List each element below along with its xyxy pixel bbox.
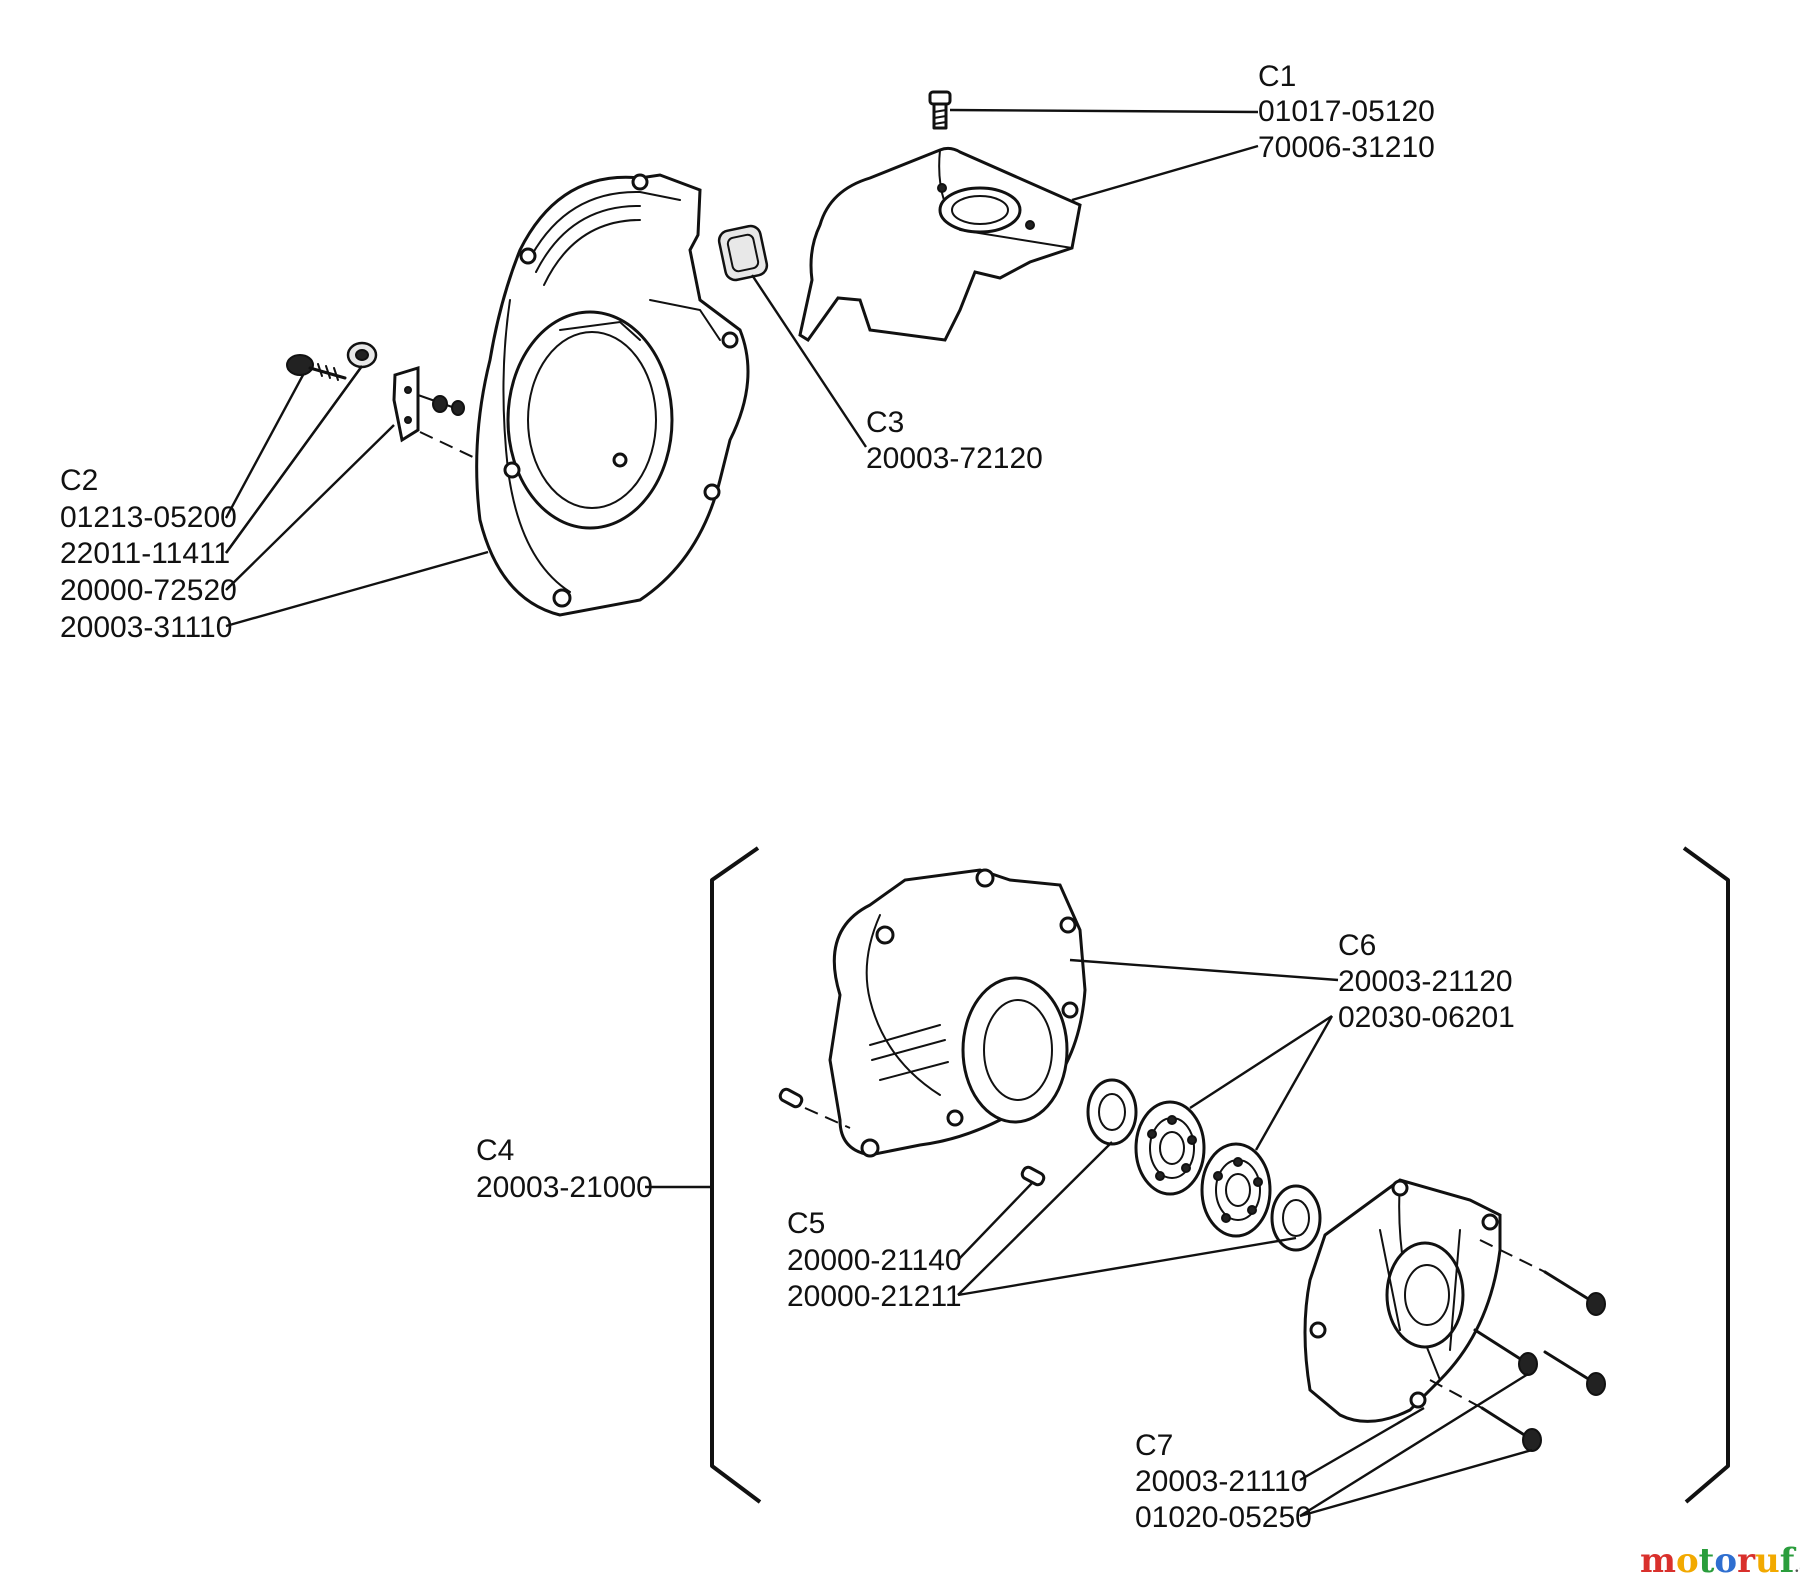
leader-lines [224,108,1533,1518]
screw-c2-icon [286,354,347,381]
callout-c7-part-1: 20003-21110 [1135,1465,1307,1498]
logo-letter: f [1780,1541,1797,1581]
ball-bearing-2-icon [1200,1142,1272,1238]
logo-letter: r [1737,1541,1756,1581]
callout-c2-part-4: 20003-31110 [60,611,232,644]
callout-c3-part-1: 20003-72120 [866,442,1043,475]
callout-c6-code: C6 [1338,929,1376,962]
oil-seal-icon [1086,1078,1138,1146]
logo-letter: o [1676,1541,1699,1581]
axis-line-c7a [1479,1239,1546,1273]
callout-c5-part-1: 20000-21140 [787,1244,962,1277]
callout-c7-part-2: 01020-05250 [1135,1501,1312,1534]
callout-c1-part-2: 70006-31210 [1258,131,1435,164]
fan-housing-icon [475,173,750,617]
ball-bearing-icon [1134,1100,1206,1196]
crankcase-half-icon [828,868,1087,1158]
callout-c5-code: C5 [787,1207,825,1240]
callout-c2-part-1: 01213-05200 [60,501,237,534]
axis-line-c2 [419,431,476,459]
logo-letter: o [1714,1541,1737,1581]
axis-line-c7b [1429,1379,1483,1409]
callout-c6-part-1: 20003-21120 [1338,965,1513,998]
callout-c3-code: C3 [866,406,904,439]
dowel-pin-icon [778,1087,1046,1187]
axis-line-pin [804,1107,851,1129]
bolt-c1-icon [928,90,952,130]
logo-letter: m [1640,1541,1676,1581]
bracket-c2-icon [392,365,465,443]
rubber-pad-icon [717,224,769,282]
motoruf-logo: motoruf.de [1640,1541,1800,1581]
screw-c7-icon [1473,1270,1606,1452]
callout-c1-part-1: 01017-05120 [1258,95,1435,128]
callout-c2-part-3: 20000-72520 [60,574,237,607]
callout-c4-code: C4 [476,1134,514,1167]
group-bracket-right [1682,846,1730,1504]
nut-c2-icon [346,341,378,369]
logo-letter: u [1755,1541,1780,1581]
logo-letter: t [1699,1541,1715,1581]
callout-c2-part-2: 22011-11411 [60,537,230,570]
crankcase-cover-icon [1303,1178,1502,1423]
svg-text:motoruf.de: motoruf.de [1640,1541,1800,1581]
oil-seal-2-icon [1270,1184,1322,1252]
callout-c7-code: C7 [1135,1429,1173,1462]
cylinder-shroud-icon [798,146,1082,343]
group-bracket-left [710,846,762,1504]
callout-c1-code: C1 [1258,60,1296,93]
callout-c4-part-1: 20003-21000 [476,1171,653,1204]
callout-c2-code: C2 [60,464,98,497]
callout-c5-part-2: 20000-21211 [787,1280,962,1313]
logo-suffix: .de [1794,1560,1800,1576]
callout-c6-part-2: 02030-06201 [1338,1001,1515,1034]
